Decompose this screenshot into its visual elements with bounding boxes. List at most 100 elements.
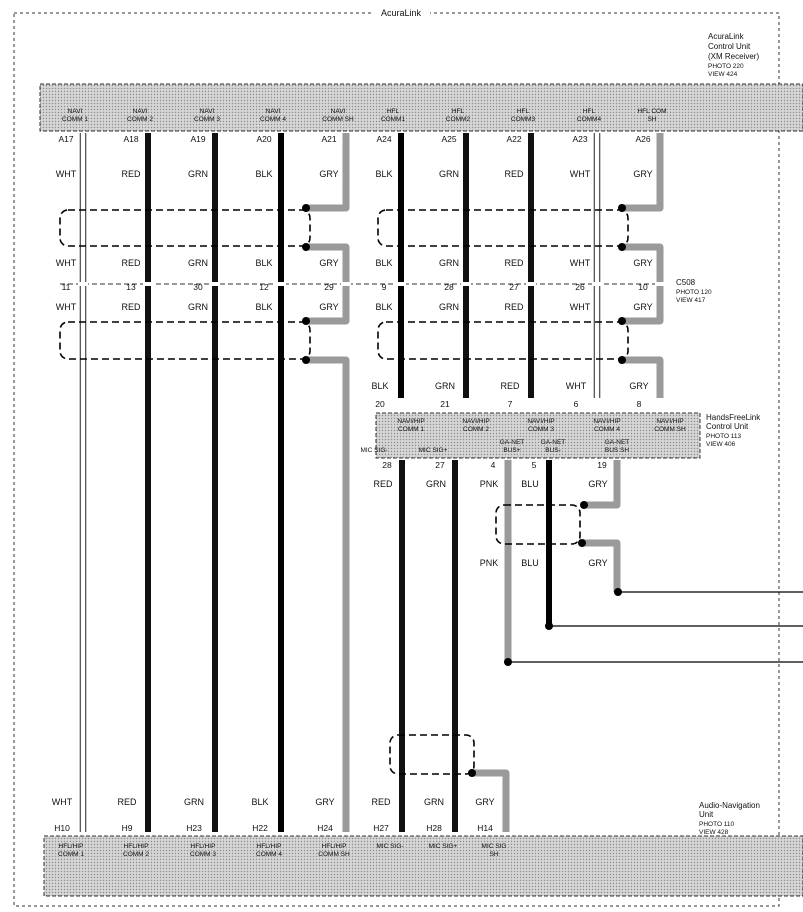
shield-ovals-layer xyxy=(59,209,629,775)
audionav-pin-name: HFL/HIP xyxy=(124,843,149,850)
wire-color: RED xyxy=(500,381,520,391)
wire-color: RED xyxy=(121,169,141,179)
pin-name: NAVI xyxy=(200,108,215,115)
wire-color: BLU xyxy=(521,558,539,568)
acuralink-view: VIEW 424 xyxy=(708,71,738,78)
pin-name: HFL COM xyxy=(637,108,666,115)
pin-name: COMM4 xyxy=(577,116,602,123)
ga-net-shield-a xyxy=(586,460,621,509)
hfl-pin-name: COMM 2 xyxy=(463,426,489,433)
audionav-pin: H24 xyxy=(317,823,333,833)
hfl-pin: 7 xyxy=(508,399,513,409)
audionav-pin-name: COMM SH xyxy=(318,851,350,858)
acuralink-photo: PHOTO 220 xyxy=(708,63,744,70)
wire-color: RED xyxy=(504,302,524,312)
audionav-name-2: Unit xyxy=(699,810,714,819)
shield-navi-c xyxy=(308,356,350,832)
wire-color: WHT xyxy=(570,169,591,179)
pin-name: COMM3 xyxy=(511,116,536,123)
wire-color: BLK xyxy=(375,258,392,268)
hfl-pin-name: NAVI/HIP xyxy=(656,418,683,425)
hfl-pin: 8 xyxy=(637,399,642,409)
audionav-pin-name: SH xyxy=(489,851,498,858)
wire-color: RED xyxy=(373,479,393,489)
wire-color: BLU xyxy=(521,479,539,489)
wire-color: GRN xyxy=(439,258,459,268)
wire-color: GRY xyxy=(475,797,494,807)
wire-color: GRY xyxy=(588,479,607,489)
handsfree-name-2: Control Unit xyxy=(706,422,749,431)
c508-view: VIEW 417 xyxy=(676,297,706,304)
hfl-pin-name: COMM 1 xyxy=(398,426,424,433)
wire-color: GRN xyxy=(188,169,208,179)
wire-color: WHT xyxy=(52,797,73,807)
shield-dot xyxy=(302,317,310,325)
acuralink-name-1: AcuraLink xyxy=(708,32,745,41)
wire-color: RED xyxy=(121,302,141,312)
wire-color: WHT xyxy=(56,302,77,312)
shield-hfl-c xyxy=(624,356,664,398)
wire-color: GRY xyxy=(633,302,652,312)
wire-color: RED xyxy=(121,258,141,268)
wire-color: GRN xyxy=(439,169,459,179)
wires-layer xyxy=(78,133,803,832)
pin-name: HFL xyxy=(387,108,400,115)
handsfree-connector xyxy=(375,412,701,459)
wire-color: GRN xyxy=(184,797,204,807)
audionav-pin-name: COMM 1 xyxy=(58,851,84,858)
shield-navi-a xyxy=(308,133,350,212)
handsfree-view: VIEW 406 xyxy=(706,441,736,448)
ga-net-shield-oval xyxy=(495,504,581,545)
wire-color: GRY xyxy=(633,169,652,179)
wire-color: GRY xyxy=(319,169,338,179)
wire-color: WHT xyxy=(570,258,591,268)
handsfree-photo: PHOTO 113 xyxy=(706,433,742,440)
audionav-pin-name: COMM 2 xyxy=(123,851,149,858)
pin-name: HFL xyxy=(583,108,596,115)
pin-number: A23 xyxy=(572,134,587,144)
wire-color: RED xyxy=(371,797,391,807)
wire-color: BLK xyxy=(375,302,392,312)
wire-color: WHT xyxy=(570,302,591,312)
pin-name: HFL xyxy=(517,108,530,115)
audionav-pin-name: HFL/HIP xyxy=(191,843,216,850)
hfl-pin: 27 xyxy=(435,460,445,470)
pin-name: NAVI xyxy=(133,108,148,115)
c508-pin: 13 xyxy=(126,282,136,292)
hfl-pin: 21 xyxy=(440,399,450,409)
wire-color: PNK xyxy=(480,479,499,489)
shield-oval xyxy=(377,209,629,247)
wire-color: WHT xyxy=(566,381,587,391)
handsfree-unit-label: HandsFreeLink Control Unit xyxy=(706,413,762,431)
c508-pin: 30 xyxy=(193,282,203,292)
wire-color: BLK xyxy=(255,258,272,268)
hfl-pin: 4 xyxy=(491,460,496,470)
wire-color: GRN xyxy=(188,258,208,268)
shield-dot xyxy=(302,243,310,251)
audionav-pin-name: HFL/HIP xyxy=(322,843,347,850)
shield-dot xyxy=(580,501,588,509)
wire-color: GRN xyxy=(439,302,459,312)
hfl-pin-name: NAVI/HIP xyxy=(397,418,424,425)
pin-number: A20 xyxy=(256,134,271,144)
wire-color: BLK xyxy=(251,797,268,807)
audionav-pin: H22 xyxy=(252,823,268,833)
c508-pin: 10 xyxy=(638,282,648,292)
pin-name: NAVI xyxy=(331,108,346,115)
frame-title-bg xyxy=(372,6,430,19)
c508-pin: 12 xyxy=(259,282,269,292)
c508-pin: 26 xyxy=(575,282,585,292)
hfl-pin-name: MIC SIG- xyxy=(360,447,387,454)
hfl-pin: 5 xyxy=(532,460,537,470)
pin-number: A19 xyxy=(190,134,205,144)
shield-oval xyxy=(377,321,629,360)
pin-name: COMM2 xyxy=(446,116,471,123)
pin-number: A17 xyxy=(58,134,73,144)
hfl-pin-name: COMM 4 xyxy=(594,426,620,433)
shield-dot xyxy=(468,769,476,777)
c508-photo: PHOTO 120 xyxy=(676,289,712,296)
audionav-pin-name: HFL/HIP xyxy=(59,843,84,850)
hfl-pin-name: COMM SH xyxy=(654,426,686,433)
hfl-pin-name: NAVI/HIP xyxy=(527,418,554,425)
